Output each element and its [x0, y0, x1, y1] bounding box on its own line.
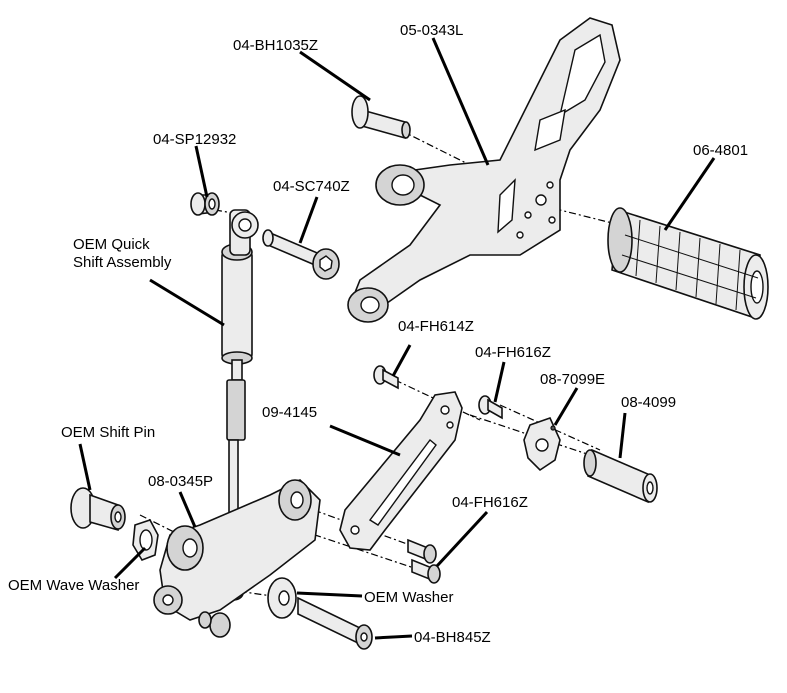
label-oem-shift-pin: OEM Shift Pin	[61, 424, 156, 441]
label-04-bh845z: 04-BH845Z	[414, 629, 491, 646]
screw-04-sc740z	[262, 229, 340, 280]
label-oem-washer: OEM Washer	[364, 589, 454, 606]
label-04-sc740z: 04-SC740Z	[273, 178, 350, 195]
label-06-4801: 06-4801	[693, 142, 749, 159]
bracket-05-0343l	[347, 17, 621, 323]
screw-04-fh614z	[373, 365, 399, 390]
label-oem-wave-washer: OEM Wave Washer	[8, 577, 140, 594]
screws-04-fh616z-lower	[407, 538, 441, 584]
leader-lines	[78, 37, 716, 640]
label-08-7099e: 08-7099E	[540, 371, 606, 388]
bolt-04-bh1035z	[351, 95, 411, 140]
label-08-4099: 08-4099	[621, 394, 677, 411]
label-04-sp12932: 04-SP12932	[153, 131, 237, 148]
shift-arm-08-0345p	[153, 479, 321, 638]
label-08-0345p: 08-0345P	[148, 473, 214, 490]
oem-wave-washer	[132, 519, 159, 561]
oem-washer	[267, 577, 297, 619]
label-oem-quick-line2: Shift Assembly	[73, 254, 172, 271]
label-oem-quick-line1: OEM Quick	[73, 236, 150, 253]
label-04-fh614z: 04-FH614Z	[398, 318, 474, 335]
lever-09-4145	[339, 391, 463, 551]
oem-shift-pin	[70, 487, 126, 532]
cam-08-7099e	[523, 417, 561, 472]
label-05-0343l: 05-0343L	[400, 22, 464, 39]
tube-08-4099	[583, 448, 658, 504]
grip-06-4801	[607, 207, 769, 320]
label-04-bh1035z: 04-BH1035Z	[233, 37, 319, 54]
label-04-fh616z-upper: 04-FH616Z	[475, 344, 551, 361]
label-04-fh616z-lower: 04-FH616Z	[452, 494, 528, 511]
label-09-4145: 09-4145	[262, 404, 318, 421]
spacer-04-sp12932	[190, 192, 220, 216]
screw-04-fh616z-upper	[478, 395, 503, 420]
bolt-04-bh845z	[297, 596, 373, 650]
